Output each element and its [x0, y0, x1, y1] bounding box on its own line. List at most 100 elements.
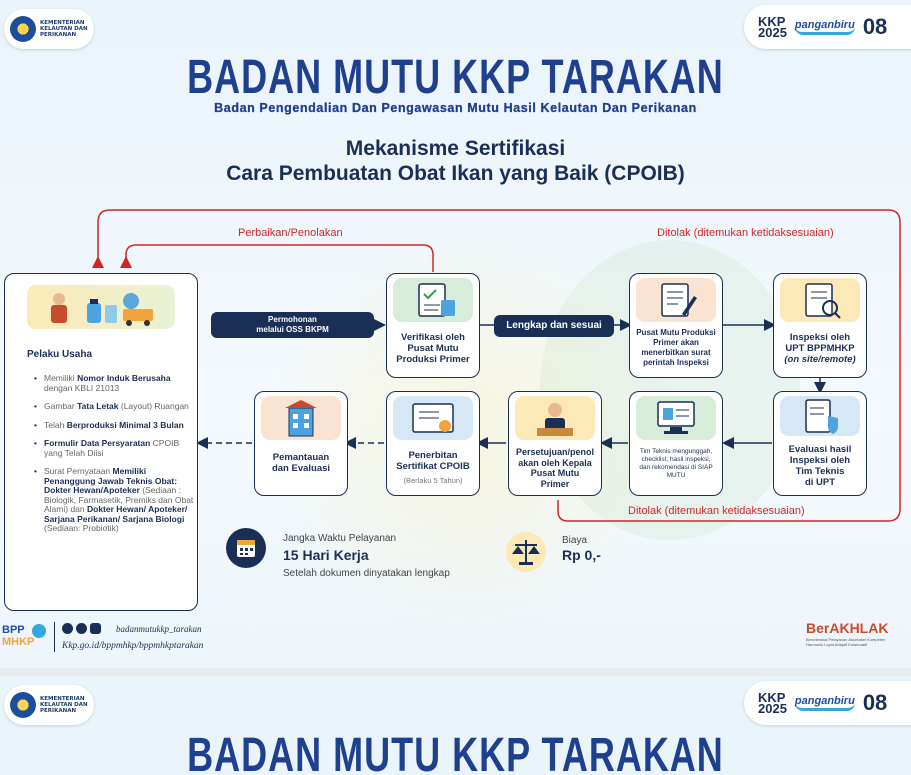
requirement-text: (Layout) Ruangan	[118, 401, 189, 411]
kkp-2025-logo: KKP 2025	[758, 15, 787, 40]
technical-team-line: dan rekomendasi di SIAP	[639, 464, 713, 471]
technical-team-line: checklist, hasil inspeksi,	[641, 456, 711, 463]
application-line-1: Permohonan	[268, 315, 317, 324]
mechanism-heading: Mekanisme Sertifikasi Cara Pembuatan Oba…	[0, 136, 911, 186]
inspection-mode: (on site/remote)	[784, 354, 856, 365]
berakhlak-logo: BerAKHLAK	[806, 620, 889, 636]
panganbiru-logo: panganbiru	[794, 19, 855, 35]
requirements-list: Memiliki Nomor Induk Berusaha dengan KBL…	[30, 373, 195, 543]
requirement-text: (Sediaan: Probiotik)	[44, 523, 119, 533]
inspection-order-line: perintah Inspeksi	[643, 358, 709, 367]
heading-line-1: Mekanisme Sertifikasi	[345, 137, 566, 160]
technical-team-upload-step: Tim Teknis mengunggah,checklist, hasil i…	[629, 391, 723, 496]
application-oss-step: Permohonan melalui OSS BKPM	[211, 312, 374, 338]
requirement-bold: Nomor Induk Berusaha	[77, 373, 171, 383]
service-time-note: Setelah dokumen dinyatakan lengkap	[283, 568, 450, 579]
checklist-shield-icon	[805, 399, 838, 434]
kkp-logo-text: KKP	[758, 690, 786, 705]
inspection-illustration	[780, 278, 860, 322]
infographic-page: KEMENTERIAN KELAUTAN DAN PERIKANAN KKP 2…	[0, 0, 911, 668]
facebook-icon[interactable]	[76, 623, 87, 634]
flow-connectors	[92, 209, 901, 522]
computer-report-icon	[657, 401, 695, 434]
asta-cita-logo: 08	[862, 690, 888, 715]
verification-line: Verifikasi oleh	[401, 332, 465, 343]
page-title: BADAN MUTU KKP TARAKAN	[187, 48, 724, 104]
inspection-order-line: Pusat Mutu Produksi	[636, 328, 716, 337]
social-icons	[62, 623, 101, 634]
ministry-seal-icon	[10, 692, 36, 718]
perbaikan-label: Perbaikan/Penolakan	[238, 227, 343, 239]
requirement-bold: Berproduksi Minimal 3 Bulan	[66, 419, 184, 430]
ministry-logo: KEMENTERIAN KELAUTAN DAN PERIKANAN	[4, 685, 94, 725]
requirement-text: Telah	[44, 419, 67, 430]
official-person-icon	[537, 403, 573, 436]
youtube-icon[interactable]	[62, 623, 73, 634]
bppmhkp-logo-bottom: MHKP	[2, 636, 35, 648]
footer-divider	[54, 622, 55, 652]
inspection-line: UPT BPPMHKP	[785, 343, 855, 354]
requirement-text: Memiliki	[44, 373, 78, 383]
kkp-logo-year: 2025	[758, 701, 787, 716]
bppmhkp-emblem-icon	[32, 624, 46, 638]
approval-line: akan oleh Kepala	[518, 457, 592, 468]
infographic-page-next: KEMENTERIAN KELAUTAN DAN PERIKANAN KKP 2…	[0, 676, 911, 775]
cost-label: Biaya	[562, 535, 588, 546]
requirement-item: Formulir Data Persyaratan CPOIB yang Tel…	[30, 438, 195, 458]
document-check-icon	[418, 283, 455, 317]
requirement-bold: Formulir Data Persyaratan	[44, 438, 151, 448]
berakhlak-tagline-line: Harmonis Loyal Adaptif Kolaboratif	[806, 642, 868, 647]
ministry-name-line: PERIKANAN	[40, 708, 77, 714]
requirement-bold: Memiliki Penanggung Jawab Teknis Obat: D…	[44, 466, 178, 495]
ministry-name-line: PERIKANAN	[40, 32, 77, 38]
building-icon	[285, 400, 317, 437]
bppmhkp-logo-top: BPP	[2, 624, 25, 636]
technical-team-line: Tim Teknis mengunggah,	[639, 448, 713, 455]
social-handle[interactable]: badanmutukkp_tarakan	[116, 624, 202, 634]
ministry-name: KEMENTERIAN KELAUTAN DAN PERIKANAN	[40, 696, 88, 714]
asta-cita-logo: 08	[862, 14, 888, 39]
instagram-icon[interactable]	[90, 623, 101, 634]
certificate-line: Penerbitan	[408, 450, 458, 461]
partner-logos: KKP 2025 panganbiru 08	[744, 5, 911, 49]
ministry-name-line: KEMENTERIAN	[40, 696, 85, 702]
business-actor-illustration	[27, 285, 175, 329]
approval-illustration	[515, 396, 595, 440]
page-subtitle: Badan Pengendalian Dan Pengawasan Mutu H…	[214, 101, 697, 115]
bppmhkp-logo: BPP MHKP	[2, 622, 52, 652]
requirement-item: Surat Pernyataan Memiliki Penanggung Jaw…	[30, 466, 195, 534]
certificate-illustration	[393, 396, 473, 440]
rejection-loop-inner	[120, 244, 434, 272]
monitoring-line: Pemantauan	[272, 452, 330, 463]
requirement-item: Telah Berproduksi Minimal 3 Bulan	[30, 419, 195, 431]
ministry-logo: KEMENTERIAN KELAUTAN DAN PERIKANAN	[4, 9, 94, 49]
calendar-icon	[226, 528, 266, 568]
business-actor-title: Pelaku Usaha	[27, 349, 93, 360]
website-link[interactable]: Kkp.go.id/bppmhkp/bppmhkptarakan	[62, 641, 204, 651]
evaluation-illustration	[780, 396, 860, 436]
cost-value: Rp 0,-	[562, 547, 601, 563]
kkp-logo-year: 2025	[758, 25, 787, 40]
requirement-text: CPOIB yang Telah Diisi	[44, 438, 180, 458]
inspection-order-line: Primer akan	[653, 338, 699, 347]
rejection-loop-outer	[92, 209, 901, 522]
requirement-item: Memiliki Nomor Induk Berusaha dengan KBL…	[30, 373, 195, 393]
kkp-2025-logo: KKP 2025	[758, 690, 787, 716]
technical-team-line: MUTU	[666, 472, 686, 479]
verification-illustration	[393, 278, 473, 322]
partner-logos: KKP 2025 panganbiru 08	[744, 681, 911, 725]
berakhlak-tagline-line: Berorientasi Pelayanan Akuntabel Kompete…	[806, 637, 886, 642]
berakhlak-tagline: Berorientasi Pelayanan Akuntabel Kompete…	[806, 637, 885, 647]
arrow-right-icon	[374, 319, 386, 331]
